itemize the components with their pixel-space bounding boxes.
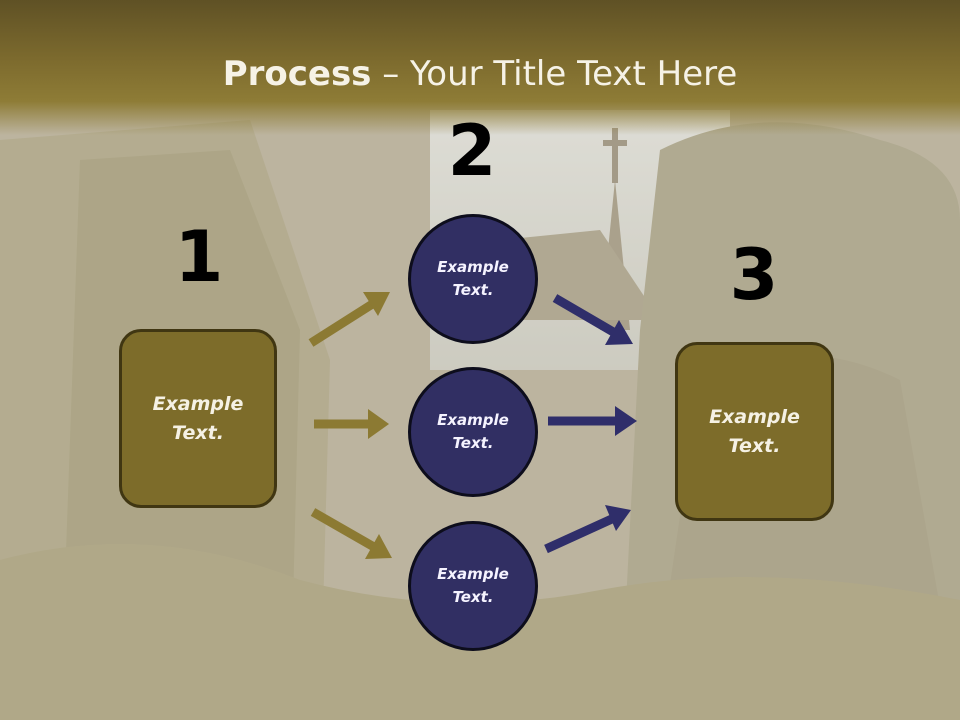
title-bold: Process <box>222 54 372 94</box>
step-2-circle-top: Example Text. <box>408 214 538 344</box>
arrow-2-to-3-top <box>552 294 633 345</box>
step-3-text: Example Text. <box>709 405 800 457</box>
step-2-text-middle: Example Text. <box>437 411 509 452</box>
arrow-1-to-2-bottom <box>310 508 392 559</box>
step-number-3: 3 <box>729 234 779 316</box>
step-1-box: Example Text. <box>119 329 277 508</box>
step-2-circle-middle: Example Text. <box>408 367 538 497</box>
step-2-circle-bottom: Example Text. <box>408 521 538 651</box>
arrow-1-to-2-middle <box>314 409 389 439</box>
step-2-text-bottom: Example Text. <box>437 565 509 606</box>
title-band <box>0 0 960 135</box>
arrow-2-to-3-bottom <box>544 505 631 554</box>
arrow-1-to-2-top <box>308 292 390 347</box>
arrow-2-to-3-middle <box>548 406 637 436</box>
step-number-1: 1 <box>174 216 224 298</box>
title-rest: – Your Title Text Here <box>371 54 738 94</box>
step-1-text: Example Text. <box>152 392 244 444</box>
step-3-box: Example Text. <box>675 342 834 521</box>
step-number-2: 2 <box>447 110 497 192</box>
step-2-text-top: Example Text. <box>437 258 509 299</box>
slide-title: Process – Your Title Text Here <box>0 52 960 96</box>
